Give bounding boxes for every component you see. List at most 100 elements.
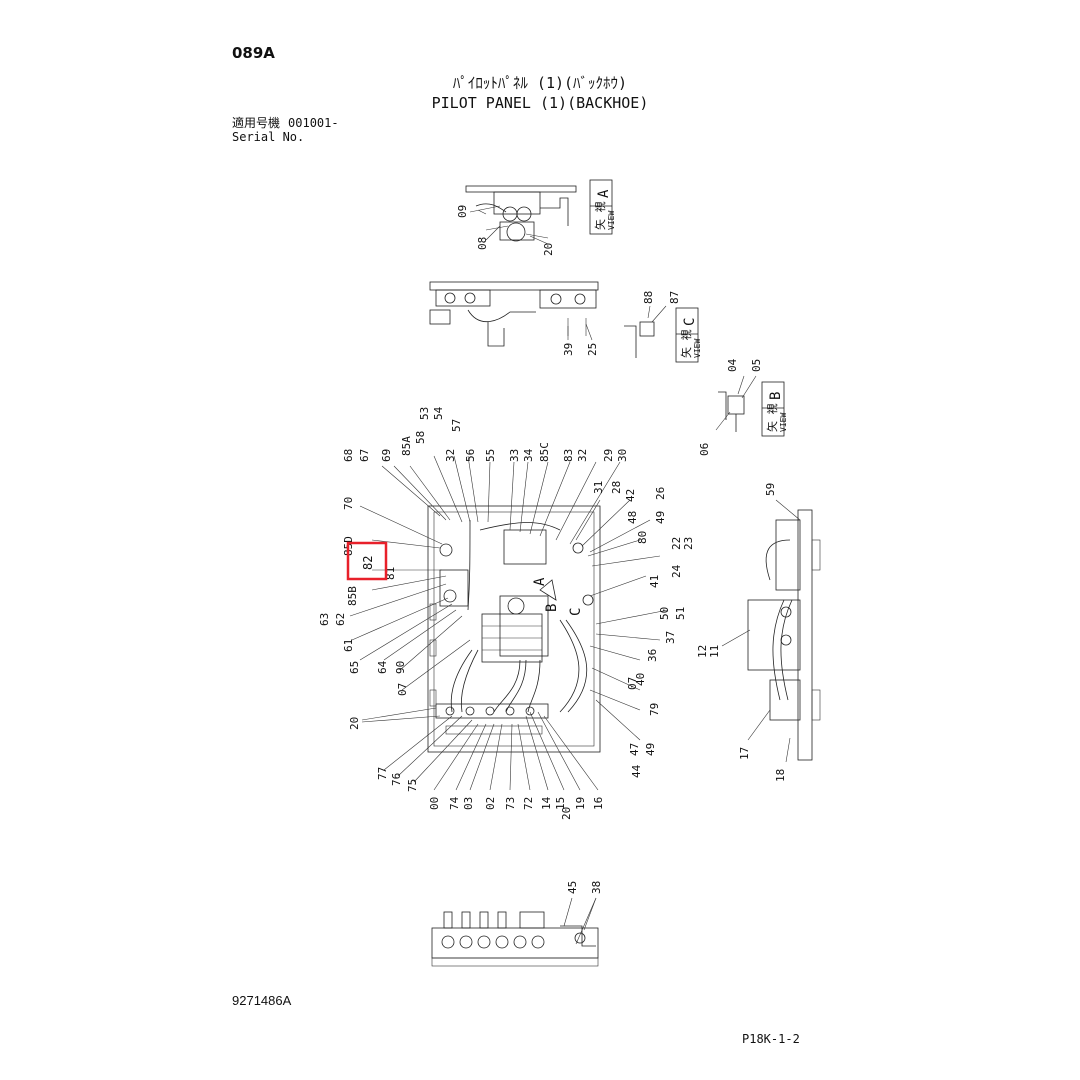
view-a-en: VIEW bbox=[607, 211, 616, 230]
part-callout: 53 bbox=[418, 407, 431, 420]
part-callout: 47 bbox=[628, 743, 641, 756]
part-callout: 49 bbox=[644, 743, 657, 756]
part-callout: 67 bbox=[358, 449, 371, 462]
part-callout: 45 bbox=[566, 881, 579, 894]
part-callout: 38 bbox=[590, 881, 603, 894]
part-callout: 69 bbox=[380, 449, 393, 462]
main-panel-drawing bbox=[427, 505, 601, 753]
arrow-c-label: C bbox=[568, 608, 584, 616]
part-callout: 64 bbox=[376, 660, 389, 674]
view-b-en: VIEW bbox=[779, 413, 788, 432]
view-b-jp: 矢 視 bbox=[765, 403, 779, 432]
part-callout: 25 bbox=[586, 343, 599, 356]
view-c-label: 矢 視 VIEW C bbox=[675, 307, 702, 363]
page-reference: P18K-1-2 bbox=[742, 1032, 800, 1046]
part-callout: 20 bbox=[560, 807, 573, 820]
view-a-label: 矢 視 VIEW A bbox=[589, 179, 616, 235]
view-c-drawing bbox=[624, 305, 667, 358]
part-callout: 24 bbox=[670, 564, 683, 578]
part-callout: 17 bbox=[738, 747, 751, 760]
part-callout: 26 bbox=[654, 487, 667, 500]
part-callout: 44 bbox=[630, 764, 643, 778]
part-callout: 54 bbox=[432, 406, 445, 420]
arrow-a-label: A bbox=[532, 577, 548, 586]
part-callout: 72 bbox=[522, 797, 535, 810]
catalog-code: 089A bbox=[232, 44, 275, 62]
part-callout: 63 bbox=[318, 613, 331, 626]
part-callout: 90 bbox=[394, 661, 407, 674]
view-a-drawing bbox=[465, 185, 577, 242]
part-callout: 40 bbox=[634, 673, 647, 686]
part-callout: 04 bbox=[726, 358, 739, 372]
part-callout: 62 bbox=[334, 613, 347, 626]
part-callout: 31 bbox=[592, 481, 605, 494]
part-callout: 32 bbox=[576, 449, 589, 462]
part-callout: 11 bbox=[708, 645, 721, 658]
part-callout: 85B bbox=[346, 586, 359, 606]
view-b-label: 矢 視 VIEW B bbox=[761, 381, 788, 437]
view-c-en: VIEW bbox=[693, 339, 702, 358]
drawing-number: 9271486A bbox=[232, 993, 292, 1008]
part-callout: 73 bbox=[504, 797, 517, 810]
part-callout: 42 bbox=[624, 489, 637, 502]
upper-assembly-drawing bbox=[429, 281, 599, 347]
part-callout: 00 bbox=[428, 797, 441, 810]
part-callout: 77 bbox=[376, 767, 389, 780]
part-callout: 49 bbox=[654, 511, 667, 524]
part-callout: 58 bbox=[414, 431, 427, 444]
part-callout: 85C bbox=[538, 442, 551, 462]
part-callout: 32 bbox=[444, 449, 457, 462]
part-callout: 16 bbox=[592, 797, 605, 810]
part-callout: 76 bbox=[390, 773, 403, 786]
part-callout: 29 bbox=[602, 449, 615, 462]
part-callout: 07 bbox=[396, 683, 409, 696]
highlighted-part-label: 82 bbox=[361, 556, 375, 570]
part-callout: 80 bbox=[636, 531, 649, 544]
part-callout: 41 bbox=[648, 575, 661, 588]
part-callout: 55 bbox=[484, 449, 497, 462]
part-callout: 23 bbox=[682, 537, 695, 550]
part-callout: 88 bbox=[642, 291, 655, 304]
part-callout: 37 bbox=[664, 631, 677, 644]
part-callout: 36 bbox=[646, 649, 659, 662]
view-a-letter: A bbox=[596, 189, 612, 198]
part-callout: 83 bbox=[562, 449, 575, 462]
part-callout: 20 bbox=[348, 717, 361, 730]
part-callout: 07 bbox=[626, 677, 639, 690]
arrow-b-label: B bbox=[544, 604, 560, 612]
part-callout: 08 bbox=[476, 237, 489, 250]
part-callout: 57 bbox=[450, 419, 463, 432]
part-callout: 70 bbox=[342, 497, 355, 510]
part-callout: 03 bbox=[462, 797, 475, 810]
part-callout: 12 bbox=[696, 645, 709, 658]
part-callout: 50 bbox=[658, 607, 671, 620]
part-callout: 68 bbox=[342, 449, 355, 462]
title-japanese: ﾊﾟｲﾛｯﾄﾊﾟﾈﾙ (1)(ﾊﾞｯｸﾎｳ) bbox=[452, 74, 628, 92]
serial-label-en: Serial No. bbox=[232, 130, 305, 144]
part-callout: 56 bbox=[464, 449, 477, 462]
part-callout: 20 bbox=[542, 243, 555, 256]
view-b-drawing bbox=[715, 375, 757, 432]
part-callout: 02 bbox=[484, 797, 497, 810]
part-callout: 87 bbox=[668, 291, 681, 304]
part-callout: 06 bbox=[698, 443, 711, 456]
part-callout: 39 bbox=[562, 343, 575, 356]
view-c-letter: C bbox=[682, 318, 698, 326]
part-callout: 74 bbox=[448, 796, 461, 810]
view-a-jp: 矢 視 bbox=[593, 201, 607, 230]
side-view-drawing bbox=[747, 509, 821, 761]
title-english: PILOT PANEL (1)(BACKHOE) bbox=[431, 94, 649, 112]
highlight-box bbox=[346, 541, 388, 581]
part-callout: 18 bbox=[774, 769, 787, 782]
part-callout: 65 bbox=[348, 661, 361, 674]
view-b-letter: B bbox=[768, 392, 784, 400]
part-callout: 61 bbox=[342, 639, 355, 652]
part-callout: 79 bbox=[648, 703, 661, 716]
part-callout: 22 bbox=[670, 537, 683, 550]
bottom-view-drawing bbox=[431, 911, 599, 967]
serial-label-jp: 適用号機 bbox=[232, 116, 281, 130]
part-callout: 51 bbox=[674, 607, 687, 620]
